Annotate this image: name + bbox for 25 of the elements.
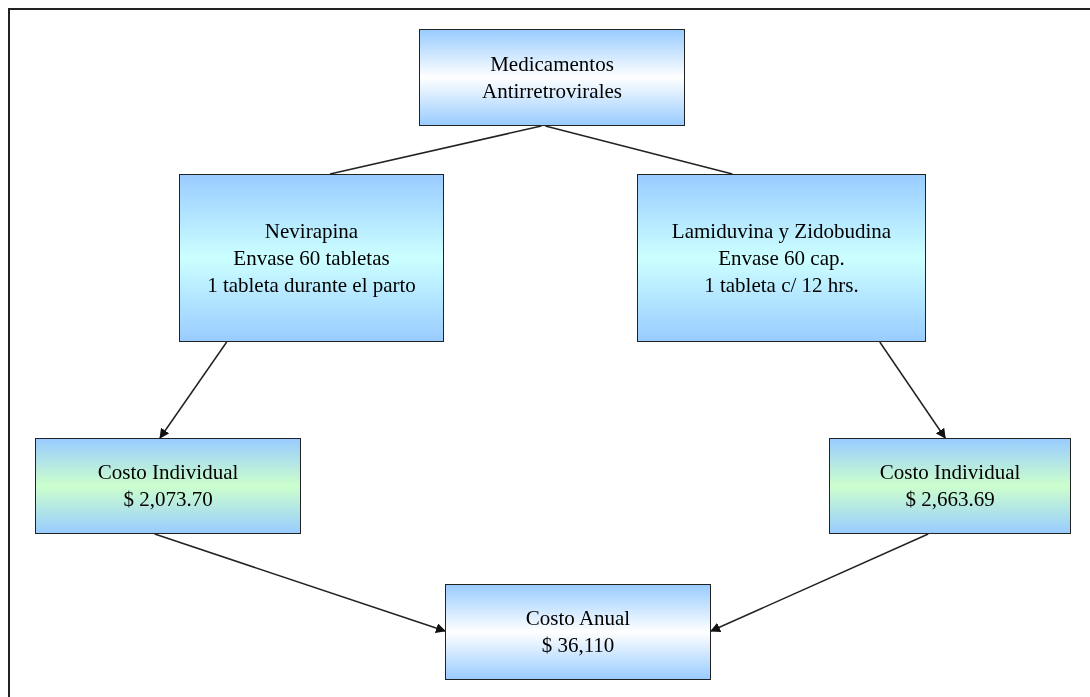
box-text: Costo Anual (525, 605, 631, 632)
box-text: Envase 60 tabletas (233, 244, 390, 272)
box-text: $ 2,073.70 (123, 486, 213, 513)
box-text: 1 tableta c/ 12 hrs. (704, 271, 859, 299)
box-text: Medicamentos Antirretrovirales (481, 50, 623, 105)
box-text: Nevirapina (264, 217, 359, 245)
box-text: 1 tableta durante el parto (207, 271, 416, 299)
box-text: $ 36,110 (541, 632, 615, 659)
arrow (879, 341, 946, 439)
box-text: Lamiduvina y Zidobudina (671, 217, 892, 245)
box-text: Envase 60 cap. (718, 244, 845, 272)
process-box (445, 584, 711, 680)
box-text: $ 2,663.69 (905, 486, 995, 513)
process-box (829, 438, 1071, 534)
arrow (710, 533, 929, 632)
connector-line (329, 125, 543, 175)
arrow (153, 533, 446, 633)
process-box (179, 174, 444, 342)
process-box (637, 174, 926, 342)
connector-line (544, 125, 734, 175)
box-text: Costo Individual (97, 459, 239, 486)
arrow (159, 341, 228, 439)
box-text: Costo Individual (879, 459, 1021, 486)
process-box (35, 438, 301, 534)
process-box (419, 29, 685, 126)
